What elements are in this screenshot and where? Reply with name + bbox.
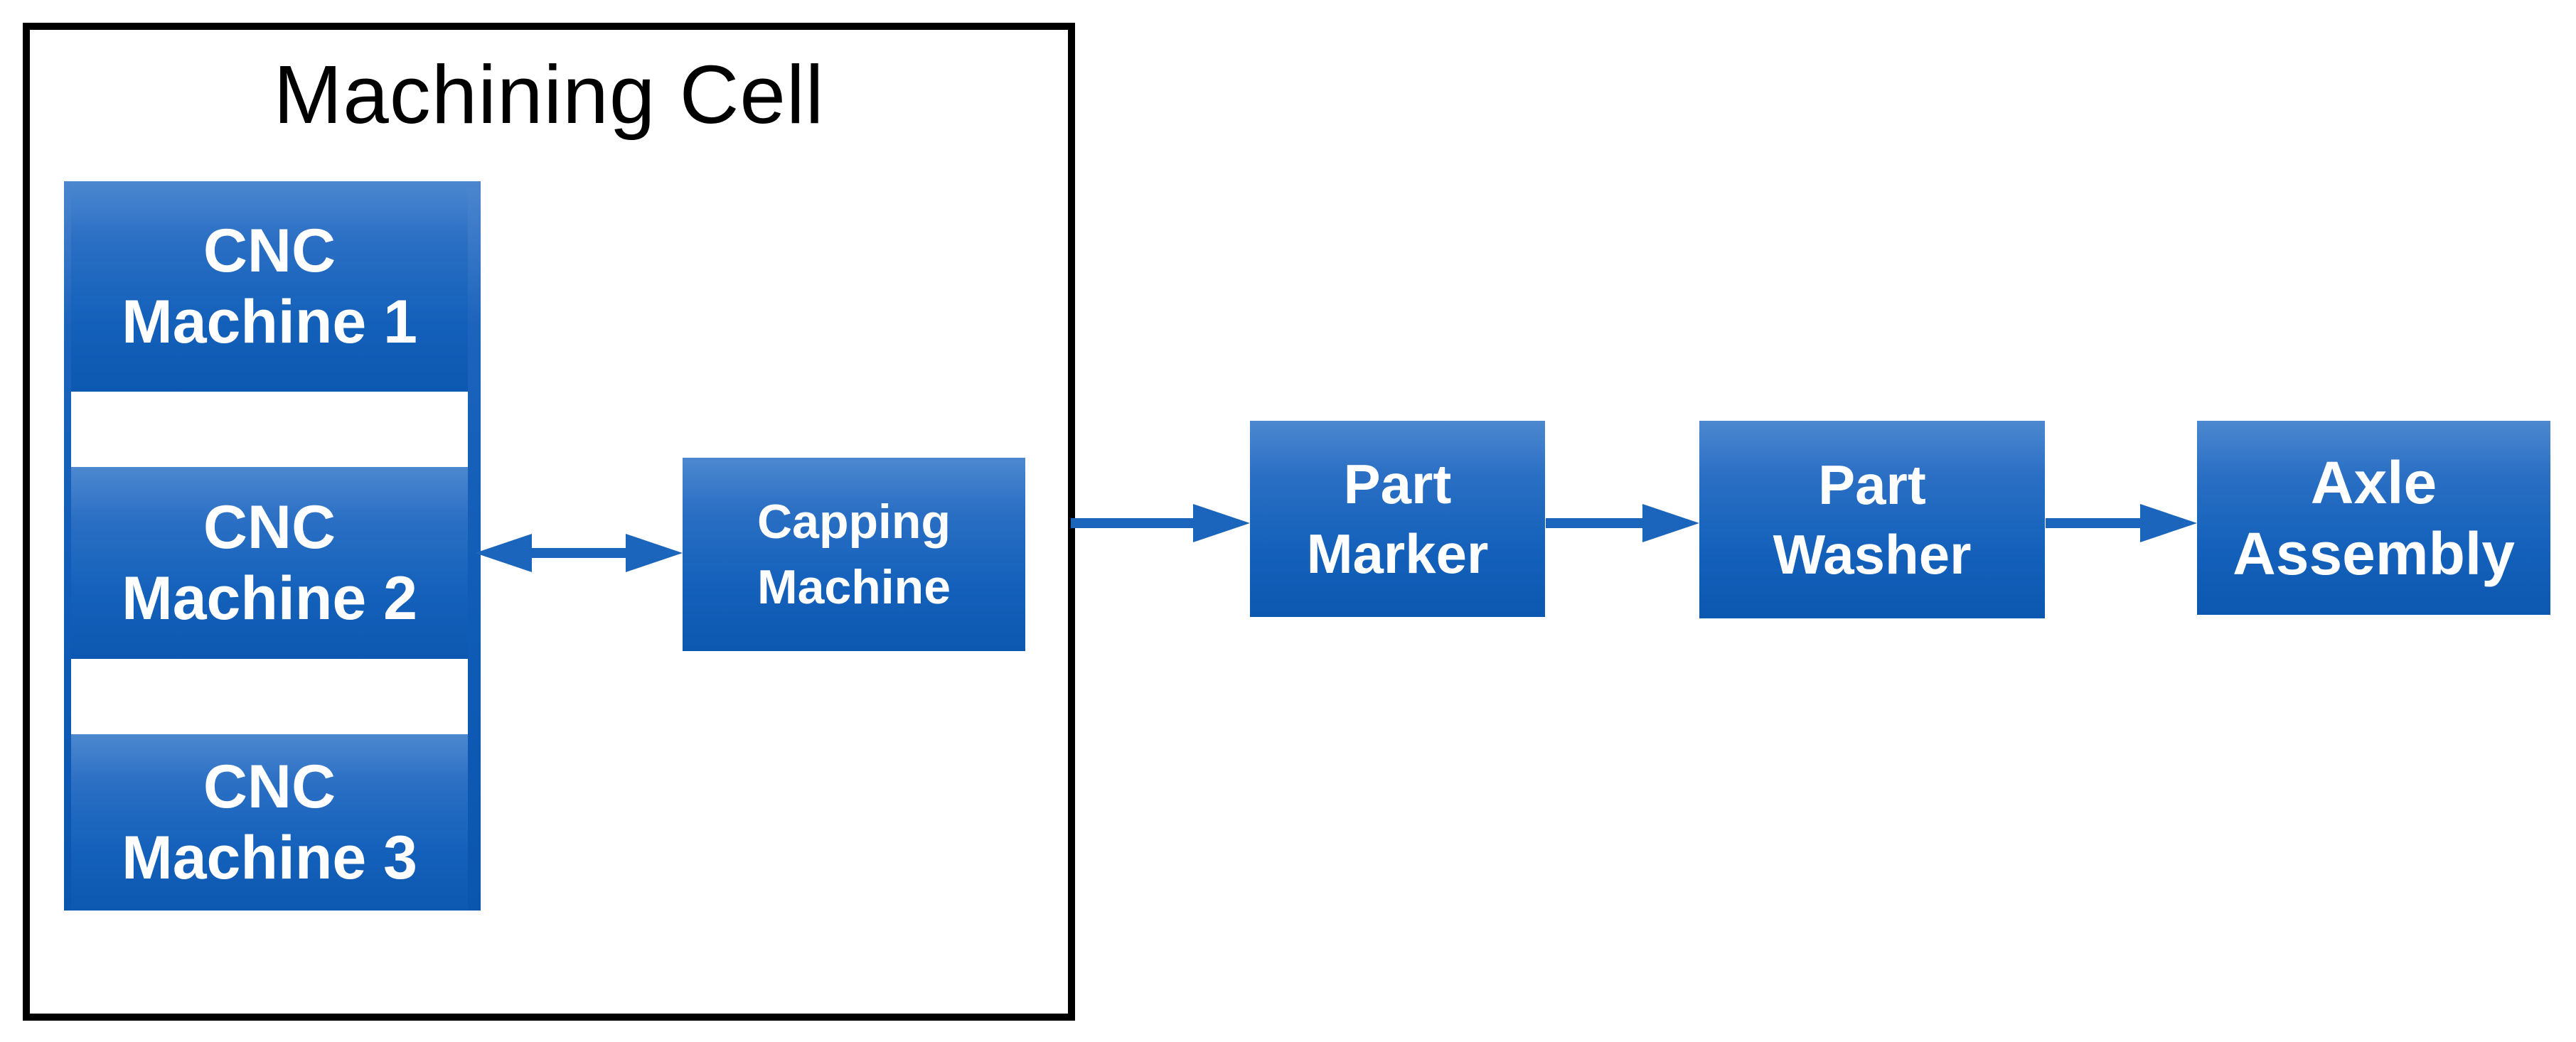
node-label-line: Machine 2 (122, 564, 417, 633)
machining-cell-title: Machining Cell (273, 48, 825, 141)
separator-bar (71, 392, 468, 467)
node-label-line: Axle (2310, 449, 2437, 516)
flow-arrow-icon (2046, 504, 2197, 542)
node-label-line: CNC (203, 217, 336, 285)
cnc-machine-3-node: CNC Machine 3 (71, 734, 468, 911)
node-label-line: Washer (1773, 523, 1972, 586)
axle-assembly-node: Axle Assembly (2197, 421, 2550, 615)
part-washer-node: Part Washer (1699, 421, 2045, 618)
cnc-machine-2-node: CNC Machine 2 (71, 467, 468, 659)
node-label-line: Capping (757, 495, 951, 549)
node-label-line: Machine 3 (122, 824, 417, 892)
flow-arrow-icon (1546, 504, 1699, 542)
node-label-line: CNC (203, 753, 336, 821)
node-label-line: Marker (1306, 522, 1489, 585)
node-label-line: Assembly (2233, 520, 2515, 587)
node-label-line: Part (1818, 453, 1926, 516)
flow-arrow-icon (1071, 504, 1250, 542)
part-marker-node: Part Marker (1250, 421, 1545, 617)
node-label-line: Part (1343, 453, 1452, 515)
capping-machine-node: Capping Machine (683, 458, 1025, 651)
node-label-line: CNC (203, 493, 336, 562)
bidirectional-arrow-icon (475, 534, 683, 572)
separator-bar (71, 659, 468, 734)
node-label-line: Machine (757, 560, 951, 614)
cnc-machine-1-node: CNC Machine 1 (71, 181, 468, 392)
node-label-line: Machine 1 (122, 288, 417, 356)
